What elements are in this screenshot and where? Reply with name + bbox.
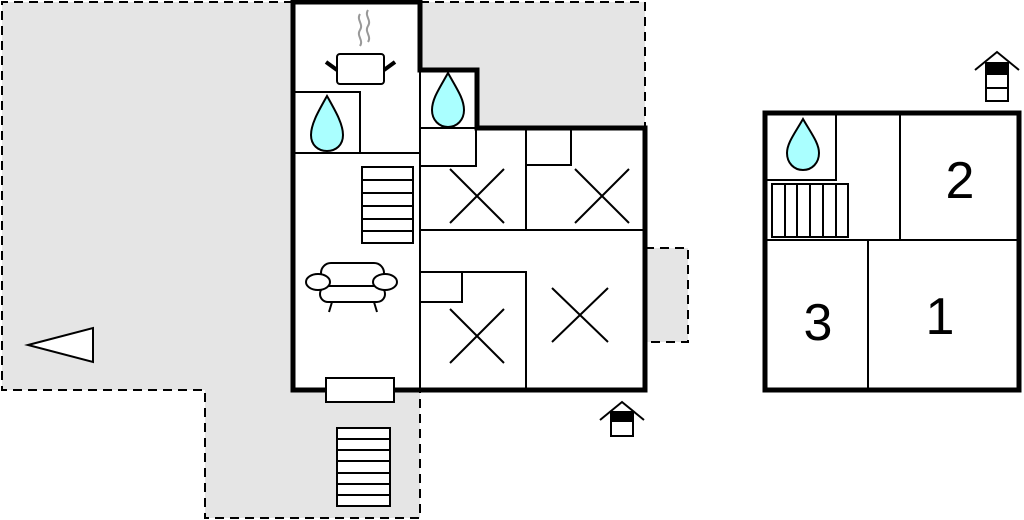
main-house	[290, 0, 648, 403]
north-arrow-icon	[24, 326, 94, 364]
bed-marks	[449, 168, 630, 364]
terrace-bench	[325, 377, 395, 403]
outdoor-stairs	[336, 427, 391, 507]
bedroom-mark	[551, 287, 609, 343]
side-terrace	[644, 247, 689, 343]
exterior-walls	[290, 0, 648, 393]
room-label-2: 2	[946, 152, 975, 210]
sofa-icon	[305, 262, 398, 313]
entrance-icon	[974, 50, 1020, 102]
water-drop-icon	[785, 116, 821, 172]
room-label-3: 3	[804, 294, 833, 352]
annex-stairs	[771, 183, 849, 238]
annex-building: 2 3 1	[762, 110, 1022, 393]
entrance-icon	[599, 400, 645, 437]
room-label-1: 1	[926, 288, 955, 346]
cooking-pot-icon	[324, 9, 397, 85]
bedroom-mark	[449, 308, 505, 364]
bedroom-mark	[574, 168, 630, 224]
water-drop-icon	[430, 70, 466, 129]
indoor-stairs	[361, 166, 414, 244]
interior-walls	[293, 70, 645, 390]
bedroom-mark	[449, 168, 505, 224]
water-drop-icon	[309, 93, 345, 153]
